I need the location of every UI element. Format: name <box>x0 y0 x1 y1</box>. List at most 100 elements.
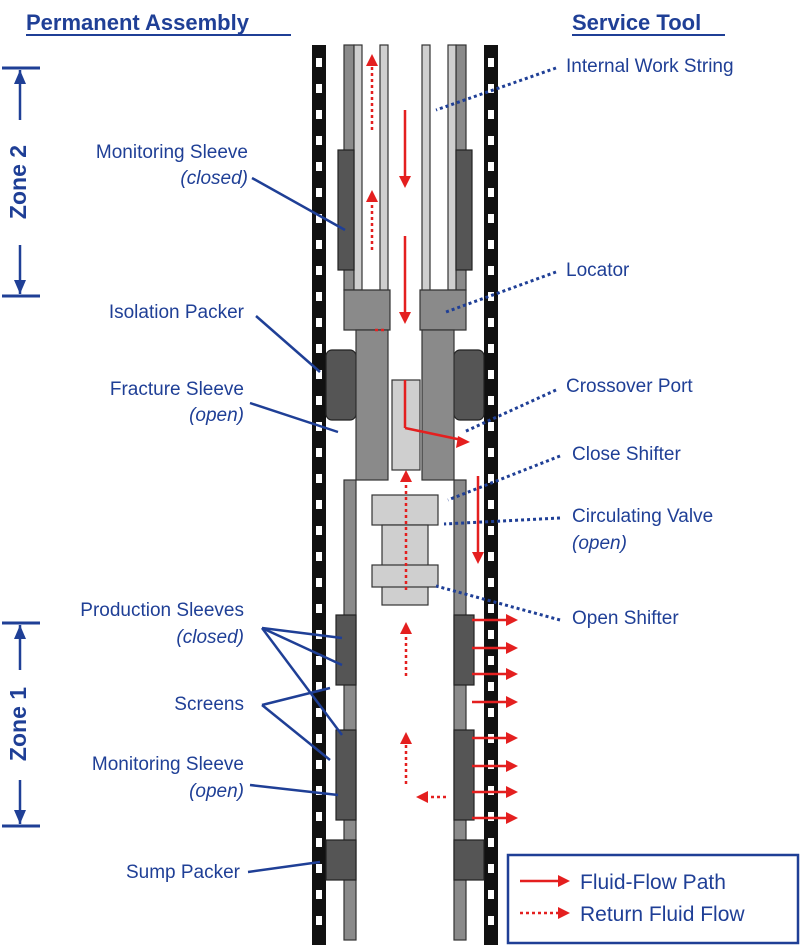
casing-joint-mark <box>316 500 322 509</box>
isolation-packer-right <box>453 349 485 421</box>
casing-joint-mark <box>488 136 494 145</box>
production-sleeve-upper-right <box>453 614 475 686</box>
casing-joint-mark <box>316 734 322 743</box>
casing-joint-mark <box>316 526 322 535</box>
header-service-tool: Service Tool <box>572 10 701 35</box>
formation-flow-arrows <box>472 614 518 824</box>
zone1-bracket <box>2 621 40 828</box>
label-monitoring-sleeve-bottom-state: (open) <box>189 781 244 802</box>
formation-flow-arrowhead <box>506 732 518 744</box>
work-string-right <box>421 44 431 296</box>
casing-joint-mark <box>488 396 494 405</box>
sump-packer-left <box>325 839 357 881</box>
casing-joint-mark <box>316 578 322 587</box>
formation-flow-arrowhead <box>506 668 518 680</box>
casing-joint-mark <box>488 292 494 301</box>
production-sleeve-lower-right <box>453 729 475 821</box>
lower-wall-right <box>453 479 467 941</box>
label-production-sleeves: Production Sleeves <box>80 600 244 621</box>
sump-packer-right <box>453 839 485 881</box>
casing-joint-mark <box>316 344 322 353</box>
monitoring-sleeve-zone2-right <box>455 149 473 271</box>
casing-joint-mark <box>488 344 494 353</box>
isolation-packer-left <box>325 349 357 421</box>
casing-joint-mark <box>488 422 494 431</box>
casing-joint-mark <box>488 864 494 873</box>
casing-joint-mark <box>488 890 494 899</box>
casing-joint-mark <box>316 370 322 379</box>
casing-joint-mark <box>488 448 494 457</box>
label-fracture-sleeve: Fracture Sleeve <box>110 379 244 400</box>
casing-joint-mark <box>316 890 322 899</box>
formation-flow-arrowhead <box>506 812 518 824</box>
casing-joint-mark <box>488 708 494 717</box>
casing-joint-mark <box>488 110 494 119</box>
casing-joint-mark <box>488 474 494 483</box>
casing-joint-mark <box>316 864 322 873</box>
label-monitoring-sleeve-top-state: (closed) <box>180 168 248 189</box>
casing-joint-mark <box>488 58 494 67</box>
lower-wall-left <box>343 479 357 941</box>
casing-joint-mark <box>488 682 494 691</box>
formation-flow-arrowhead <box>506 696 518 708</box>
casing-joint-mark <box>316 786 322 795</box>
casing-joint-mark <box>316 292 322 301</box>
casing-joint-mark <box>316 760 322 769</box>
casing-joint-mark <box>488 84 494 93</box>
casing-joint-mark <box>316 136 322 145</box>
tubing-liner-right-upper <box>447 44 457 291</box>
label-open-shifter: Open Shifter <box>572 608 679 629</box>
header-permanent-assembly: Permanent Assembly <box>26 10 250 35</box>
production-sleeve-upper-left <box>335 614 357 686</box>
production-sleeve-lower-left <box>335 729 357 821</box>
casing-joint-mark <box>488 604 494 613</box>
casing-joint-mark <box>316 240 322 249</box>
label-close-shifter: Close Shifter <box>572 444 681 465</box>
crossover-body-left <box>355 329 389 481</box>
tubing-liner-left-upper <box>353 44 363 291</box>
label-monitoring-sleeve-bottom: Monitoring Sleeve <box>92 754 244 775</box>
casing-joint-mark <box>316 162 322 171</box>
legend-return-fluid-flow: Return Fluid Flow <box>580 903 745 926</box>
casing-joint-mark <box>488 370 494 379</box>
casing-joint-mark <box>316 812 322 821</box>
casing-marks-right <box>488 58 494 925</box>
monitoring-sleeve-zone2-left <box>337 149 355 271</box>
legend-fluid-flow-path: Fluid-Flow Path <box>580 871 726 894</box>
casing-joint-mark <box>488 318 494 327</box>
work-string-left <box>379 44 389 296</box>
formation-flow-arrowhead <box>506 642 518 654</box>
left-pointers <box>247 176 346 874</box>
label-crossover-port: Crossover Port <box>566 376 693 397</box>
zone2-bracket <box>2 66 40 298</box>
casing-joint-mark <box>488 552 494 561</box>
casing-joint-mark <box>316 682 322 691</box>
formation-flow-arrowhead <box>506 614 518 626</box>
casing-joint-mark <box>316 188 322 197</box>
casing-joint-mark <box>316 474 322 483</box>
casing-joint-mark <box>316 838 322 847</box>
casing-joint-mark <box>488 188 494 197</box>
casing-joint-mark <box>488 838 494 847</box>
casing-joint-mark <box>316 448 322 457</box>
casing-joint-mark <box>488 786 494 795</box>
right-pointers <box>435 66 561 622</box>
label-sump-packer: Sump Packer <box>126 862 241 883</box>
casing-joint-mark <box>488 916 494 925</box>
locator-body-right <box>419 289 467 331</box>
casing-joint-mark <box>316 552 322 561</box>
casing-joint-mark <box>488 162 494 171</box>
casing-joint-mark <box>316 266 322 275</box>
zone1-label: Zone 1 <box>5 687 31 761</box>
formation-flow-arrowhead <box>506 786 518 798</box>
casing-joint-mark <box>316 396 322 405</box>
casing-joint-mark <box>488 630 494 639</box>
locator-body-left <box>343 289 391 331</box>
label-locator: Locator <box>566 260 630 281</box>
crossover-body-right <box>421 329 455 481</box>
label-isolation-packer: Isolation Packer <box>109 302 245 323</box>
casing-joint-mark <box>316 656 322 665</box>
tool-assembly <box>325 44 485 941</box>
casing-joint-mark <box>488 760 494 769</box>
